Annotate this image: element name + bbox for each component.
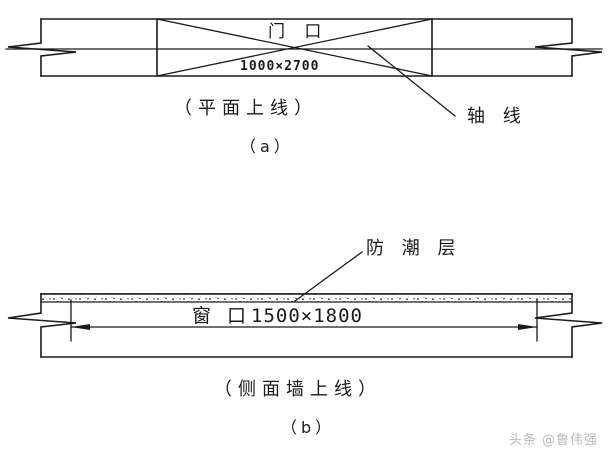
damp-proof-course-band — [40, 293, 573, 303]
damp-proof-leader-line — [294, 251, 363, 302]
break-symbol-left-a — [7, 18, 77, 77]
axis-leader-line — [367, 45, 456, 117]
opening-jamb-lines-a — [156, 18, 433, 77]
break-symbol-left-b — [7, 293, 77, 358]
opening-cross-mark-a — [156, 18, 433, 77]
figure-id-b: （b） — [281, 418, 336, 437]
watermark-text: 头条 @鲁伟强 — [508, 433, 598, 448]
caption-diagram-a: （平面上线） — [174, 98, 318, 119]
door-opening-dimension-text: 1000×2700 — [240, 59, 320, 74]
break-symbol-right-a — [534, 18, 603, 77]
figure-id-a: （a） — [240, 137, 294, 156]
caption-diagram-b: （侧面墙上线） — [214, 379, 382, 400]
break-symbol-right-b — [534, 293, 603, 358]
damp-proof-course-label: 防 潮 层 — [366, 238, 462, 259]
window-label-text: 窗 口 — [192, 305, 252, 327]
dimension-line-b — [70, 324, 538, 330]
window-opening-dimension-text: 窗 口1500×1800 — [192, 307, 363, 326]
window-size-text: 1500×1800 — [251, 305, 363, 327]
axis-line-label: 轴 线 — [467, 106, 527, 127]
dimension-extension-lines-b — [70, 299, 538, 342]
door-opening-label: 门 口 — [268, 22, 329, 42]
